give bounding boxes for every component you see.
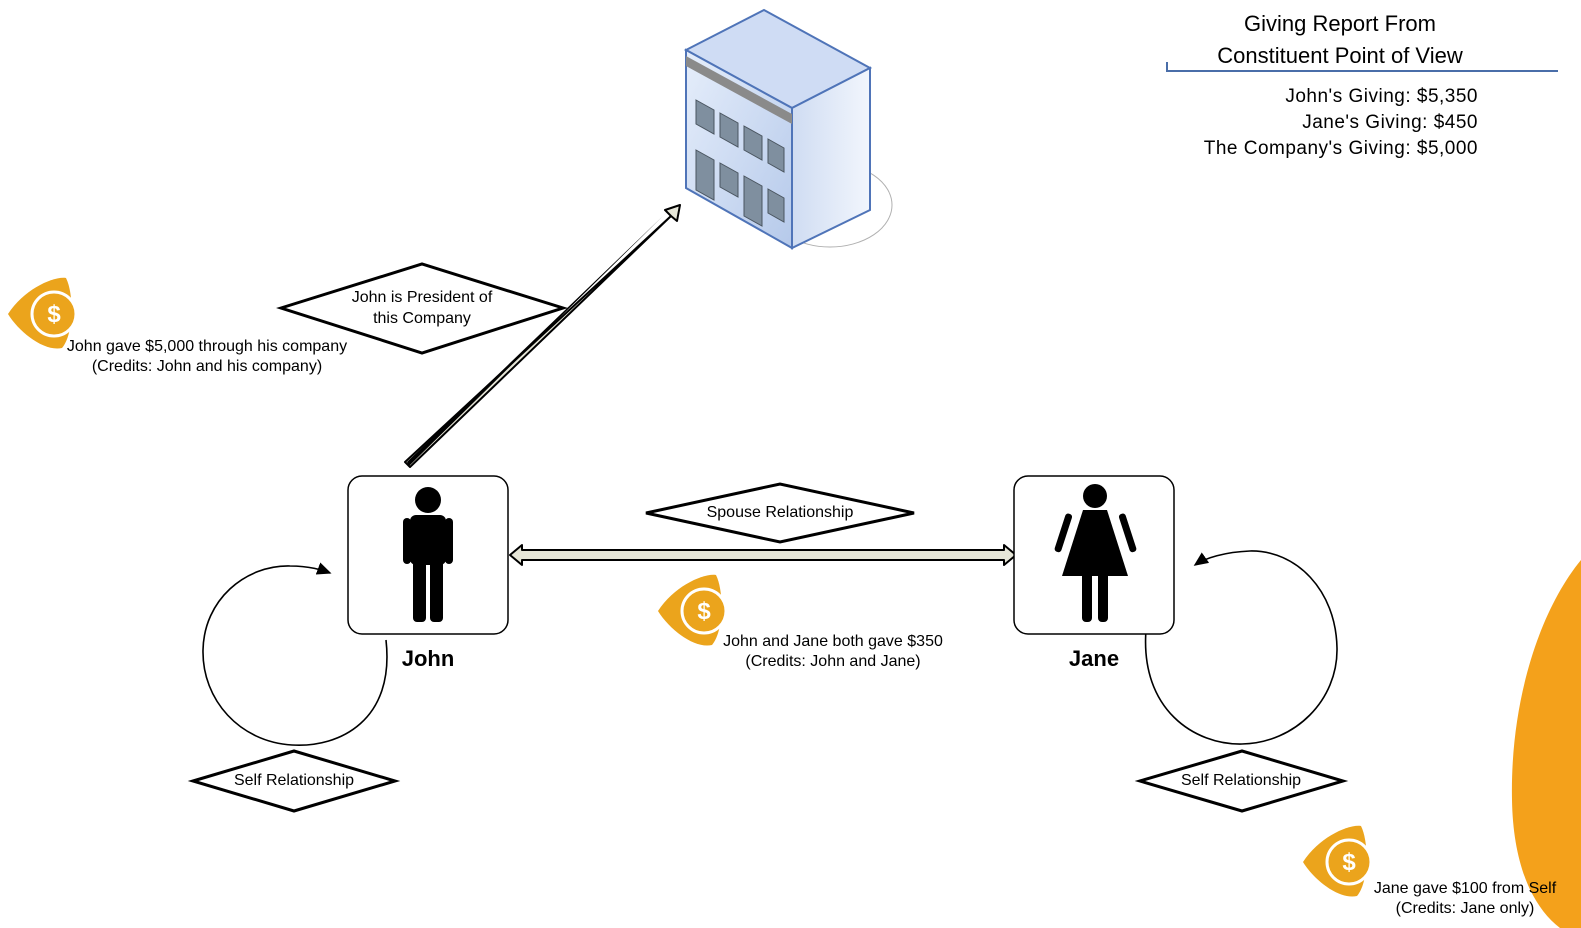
jane-gift-caption: Jane gave $100 from Self (Credits: Jane … [1358, 879, 1572, 919]
company-gift-caption-line1: John gave $5,000 through his company [66, 338, 348, 355]
jane-self-relationship-label: Self Relationship [1180, 772, 1302, 789]
report-rule [1168, 70, 1558, 72]
spouse-relationship-diamond [645, 482, 915, 544]
orange-decor-shape [1511, 560, 1581, 928]
svg-text:$: $ [697, 598, 711, 625]
report-title-line1: Giving Report From [1244, 11, 1436, 36]
john-self-loop [202, 562, 388, 746]
company-relationship-label: John is President of this Company [322, 287, 522, 329]
report-lines: John's Giving: $5,350 Jane's Giving: $45… [1160, 84, 1478, 162]
man-icon [403, 487, 453, 622]
company-gift-caption: John gave $5,000 through his company (Cr… [47, 337, 367, 377]
jane-label: Jane [1068, 646, 1120, 671]
jane-self-relationship-diamond [1134, 749, 1349, 813]
report-rule-tick [1166, 62, 1168, 72]
dollar-coin-icon: $ [8, 277, 78, 349]
john-label: John [401, 646, 455, 671]
company-relationship-diamond [276, 262, 568, 355]
jane-gift-caption-line2: (Credits: Jane only) [1395, 900, 1535, 917]
joint-gift-caption-line2: (Credits: John and Jane) [745, 653, 921, 670]
report-line-john: John's Giving: $5,350 [1285, 86, 1478, 107]
spouse-relationship-label: Spouse Relationship [706, 504, 854, 521]
dollar-coin-icon: $ [658, 574, 728, 646]
company-relationship-label-line1: John is President of [351, 289, 493, 306]
company-relationship-arrow [404, 204, 681, 468]
report-line-company: The Company's Giving: $5,000 [1203, 138, 1478, 159]
dollar-coin-icon: $ [1303, 825, 1373, 897]
jane-gift-caption-line1: Jane gave $100 from Self [1373, 880, 1557, 897]
company-gift-caption-line2: (Credits: John and his company) [91, 358, 323, 375]
joint-gift-caption-line1: John and Jane both gave $350 [723, 633, 943, 650]
svg-text:$: $ [1342, 849, 1356, 876]
john-self-relationship-label: Self Relationship [233, 772, 355, 789]
office-building-icon [683, 8, 893, 250]
john-self-relationship-diamond [187, 749, 401, 813]
report-title: Giving Report From Constituent Point of … [1170, 8, 1510, 72]
woman-icon [1054, 484, 1137, 622]
joint-gift-caption: John and Jane both gave $350 (Credits: J… [705, 632, 961, 672]
svg-text:$: $ [47, 301, 61, 328]
company-relationship-label-line2: this Company [373, 310, 471, 327]
jane-self-loop [1144, 550, 1338, 745]
report-line-jane: Jane's Giving: $450 [1302, 112, 1478, 133]
spouse-relationship-arrow [509, 544, 1017, 566]
report-title-line2: Constituent Point of View [1217, 43, 1463, 68]
